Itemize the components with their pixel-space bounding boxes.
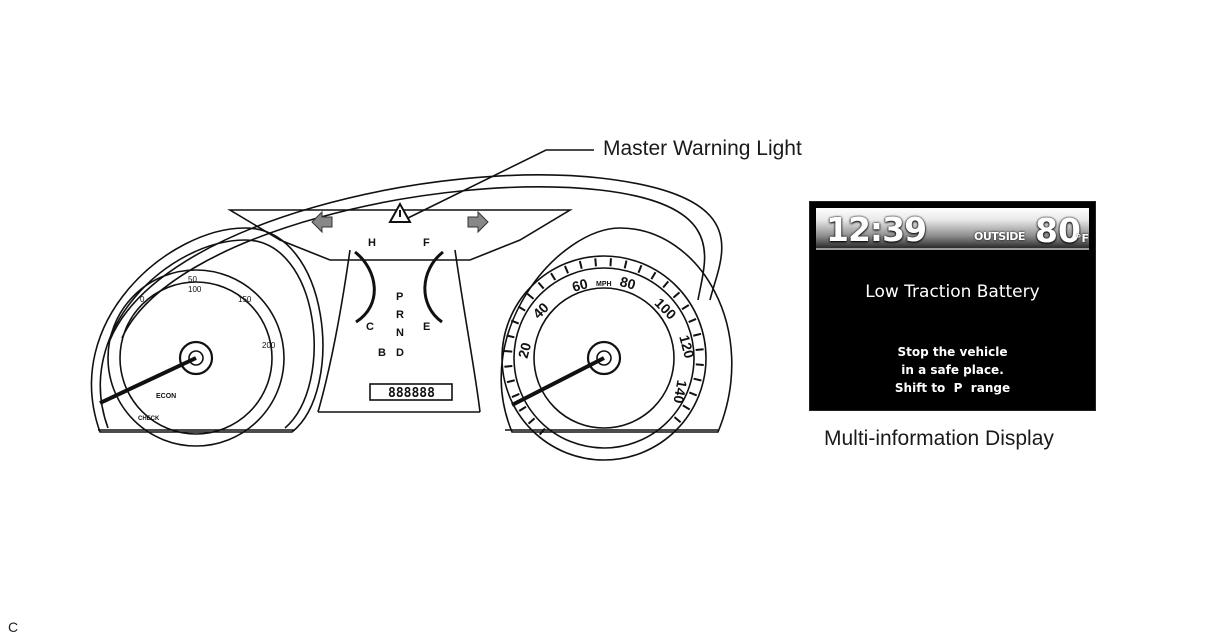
check-label: CHECK <box>138 416 160 422</box>
shift-r-label: R <box>396 309 404 321</box>
mid-outside-temperature: 80 <box>1035 211 1081 250</box>
speed-tick <box>695 348 704 351</box>
right-turn-arrow-icon <box>467 210 489 234</box>
speed-label-20: 20 <box>515 340 535 359</box>
cluster-hood <box>109 174 723 341</box>
speed-label-100: 100 <box>652 295 680 323</box>
speed-tick <box>688 391 698 397</box>
hybrid-tick-100: 100 <box>188 285 202 294</box>
speed-tick <box>510 319 520 325</box>
hybrid-tick-0: 0 <box>140 295 145 304</box>
figure-code: C <box>8 619 19 635</box>
speed-tick <box>695 363 704 366</box>
speed-label-140: 140 <box>670 379 690 405</box>
speed-label-80: 80 <box>618 273 637 293</box>
speed-tick <box>527 417 536 425</box>
speed-tick <box>537 281 545 290</box>
speed-tick <box>650 271 657 280</box>
speed-tick <box>673 416 682 424</box>
speed-tick <box>693 332 702 337</box>
speed-tick <box>550 272 557 281</box>
speed-tick <box>623 260 628 269</box>
right-needle <box>511 356 605 407</box>
callout-leader-line <box>407 149 594 219</box>
speed-tick <box>518 405 527 412</box>
left-dial-housing <box>90 227 324 447</box>
speed-tick <box>538 427 546 436</box>
shift-n-label: N <box>396 327 404 339</box>
mid-message-line-1: Stop the vehicle <box>897 345 1008 359</box>
temp-high-label: H <box>368 237 376 249</box>
shift-d-label: D <box>396 347 404 359</box>
speed-tick <box>564 265 569 274</box>
right-dial-housing <box>500 227 733 461</box>
speed-tick <box>693 377 702 382</box>
center-panel <box>227 209 573 413</box>
odometer-display: 888888 <box>388 386 435 401</box>
hybrid-tick-50: 50 <box>188 275 197 284</box>
left-needle <box>99 356 197 405</box>
speed-label-120: 120 <box>676 333 698 360</box>
mid-caption: Multi-information Display <box>824 427 1054 450</box>
speed-tick <box>681 304 690 311</box>
mid-message-line-2: in a safe place. <box>901 363 1004 377</box>
shift-b-label: B <box>378 347 386 359</box>
speed-tick <box>594 258 597 267</box>
speed-tick <box>637 264 643 274</box>
speed-tick <box>526 292 535 300</box>
speed-tick <box>662 280 670 289</box>
speed-tick <box>578 260 583 269</box>
speed-tick <box>682 404 691 411</box>
speed-tick <box>506 334 515 339</box>
speed-tick <box>504 365 513 368</box>
speed-tick <box>504 350 513 353</box>
master-warning-light-label: Master Warning Light <box>603 137 802 160</box>
mid-outside-label: OUTSIDE <box>974 230 1025 243</box>
hybrid-tick-200: 200 <box>262 341 276 350</box>
hybrid-tick-150: 150 <box>238 295 252 304</box>
multi-information-display: 12:39 OUTSIDE 80 °F Low Traction Battery… <box>809 201 1096 411</box>
speed-tick <box>688 318 697 323</box>
speed-tick <box>672 291 681 299</box>
speed-unit-label: MPH <box>596 281 612 288</box>
mid-clock: 12:39 <box>826 210 927 249</box>
mid-header-bar: 12:39 OUTSIDE 80 °F <box>816 208 1089 250</box>
left-turn-arrow-icon <box>311 210 333 234</box>
shift-p-label: P <box>396 291 403 303</box>
mid-temperature-unit: °F <box>1076 232 1090 245</box>
fuel-full-label: F <box>423 237 430 249</box>
temp-low-label: C <box>366 321 374 333</box>
fuel-empty-label: E <box>423 321 430 333</box>
speed-label-60: 60 <box>570 275 589 295</box>
speed-tick <box>506 379 515 384</box>
speed-tick <box>609 258 612 267</box>
speed-ticks <box>504 258 704 436</box>
mid-message-line-3: Shift to P range <box>894 381 1011 395</box>
speed-tick <box>517 305 526 312</box>
econ-label: ECON <box>156 393 176 400</box>
mid-warning-title: Low Traction Battery <box>865 282 1040 302</box>
speed-tick <box>511 393 520 398</box>
